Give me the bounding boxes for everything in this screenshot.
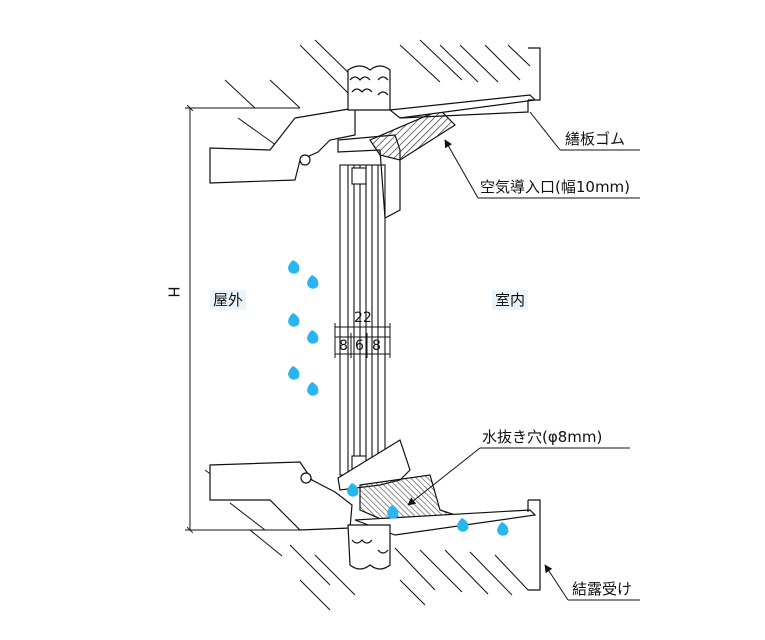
- outdoor-label: 屋外: [210, 290, 247, 310]
- height-symbol-label: H: [164, 286, 183, 298]
- leader-lines: [407, 111, 640, 601]
- top-gasket: [299, 65, 391, 166]
- water-drops: [288, 260, 509, 536]
- condensation-tray-label: 結露受け: [572, 580, 633, 598]
- height-dimension-line: [185, 108, 300, 530]
- water-drop: [497, 522, 509, 536]
- indoor-wall-top: [399, 39, 531, 83]
- water-drop: [307, 330, 319, 344]
- water-drop: [347, 483, 359, 497]
- drain-hole-label: 水抜き穴(φ8mm): [482, 428, 603, 446]
- bottom-gasket: [300, 472, 391, 570]
- indoor-label: 室内: [492, 290, 529, 310]
- dim-pane-outer-label: 8: [339, 338, 348, 354]
- indoor-stud-bottom: [527, 499, 541, 591]
- water-drop: [288, 313, 300, 327]
- weatherstrip-label: 繕板ゴム: [565, 130, 626, 148]
- indoor-stud-top: [399, 47, 541, 119]
- glass-thickness-dimension: [334, 323, 391, 358]
- water-drop: [457, 518, 469, 532]
- water-drop: [288, 366, 300, 380]
- water-drop: [307, 275, 319, 289]
- dim-total-label: 22: [354, 310, 372, 326]
- dim-air-gap-label: 6: [355, 338, 364, 354]
- water-drop: [288, 260, 300, 274]
- dim-pane-inner-label: 8: [372, 338, 381, 354]
- water-drop: [387, 505, 399, 519]
- air-inlet-label: 空気導入口(幅10mm): [480, 178, 631, 196]
- water-drop: [307, 382, 319, 396]
- indoor-wall-bottom: [394, 547, 529, 606]
